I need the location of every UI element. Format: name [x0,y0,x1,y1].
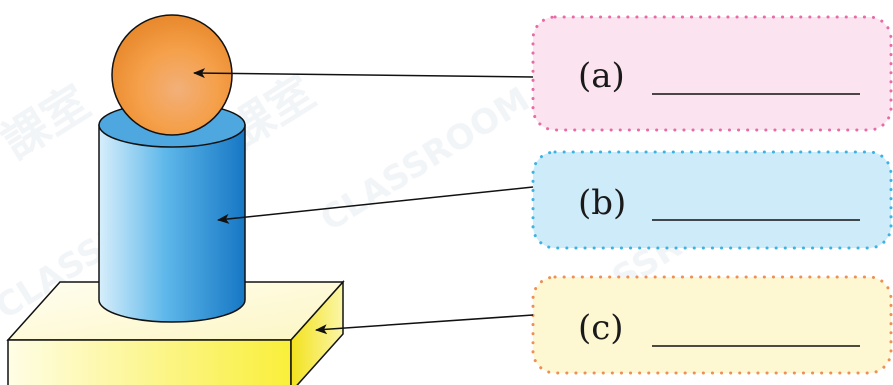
cuboid-front-face [7,339,292,385]
arrow-c [315,314,534,335]
cylinder-body [98,124,246,323]
arrow-b [217,186,534,224]
label-b-text: (b) [578,183,626,223]
pointer-arrows [193,68,534,335]
label-box-a: (a) [531,15,893,132]
watermark-chinese-1: 課室 [0,75,99,170]
label-box-b-bg [531,150,893,250]
watermark-text-1: CLASSROOM [314,79,537,239]
label-a-text: (a) [578,56,625,96]
sphere-body [111,14,233,136]
label-box-a-bg [531,15,893,132]
label-box-c-bg [531,275,893,375]
arrow-a [193,68,534,79]
sphere-shape [111,14,233,136]
label-box-b: (b) [531,150,893,250]
label-box-c: (c) [531,275,893,375]
cylinder-shape [98,102,246,323]
label-c-text: (c) [578,308,624,348]
